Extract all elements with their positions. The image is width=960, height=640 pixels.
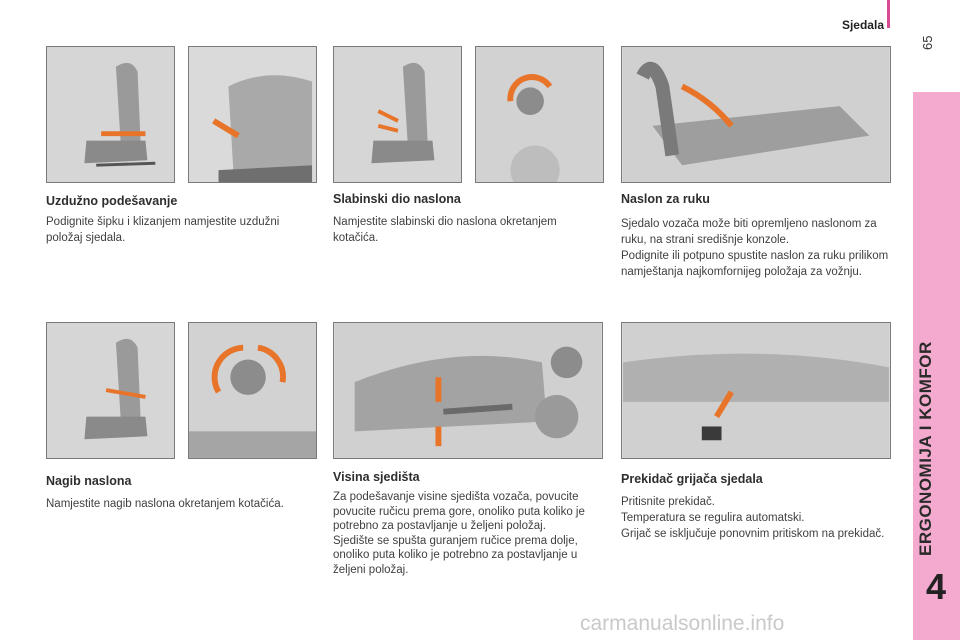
seat-longitudinal-photo — [46, 46, 175, 183]
watermark: carmanualsonline.info — [580, 612, 785, 635]
section-body: Sjedalo vozača može biti opremljeno nasl… — [621, 216, 891, 280]
section-body: Podignite šipku i klizanjem namjestite u… — [46, 214, 296, 246]
section-paragraph: Pritisnite prekidač. — [621, 496, 715, 508]
section-heading: Slabinski dio naslona — [333, 192, 461, 206]
section-body: Za podešavanje visine sjedišta vozača, p… — [333, 490, 605, 577]
page-header-title: Sjedala — [841, 18, 884, 32]
armrest-photo — [621, 46, 891, 183]
section-heading: Visina sjedišta — [333, 470, 420, 484]
seat-height-photo — [333, 322, 603, 459]
seat-bar-photo — [188, 46, 317, 183]
section-paragraph: Za podešavanje visine sjedišta vozača, p… — [333, 491, 585, 532]
section-body: Namjestite slabinski dio naslona okretan… — [333, 214, 603, 246]
chapter-side-tab — [913, 92, 960, 640]
section-paragraph: Sjedalo vozača može biti opremljeno nasl… — [621, 218, 877, 246]
header-accent-bar — [887, 0, 890, 28]
section-paragraph: Namjestite nagib naslona okretanjem kota… — [46, 498, 284, 510]
section-heading: Prekidač grijača sjedala — [621, 472, 763, 486]
section-paragraph: Sjedište se spušta guranjem ručice prema… — [333, 534, 578, 576]
section-body: Pritisnite prekidač. Temperatura se regu… — [621, 494, 891, 542]
section-heading: Naslon za ruku — [621, 192, 710, 206]
section-heading: Nagib naslona — [46, 474, 132, 488]
page-number: 65 — [920, 35, 935, 50]
lumbar-knob-photo — [475, 46, 604, 183]
heater-switch-photo — [621, 322, 891, 459]
section-paragraph: Podignite ili potpuno spustite naslon za… — [621, 250, 889, 278]
section-paragraph: Podignite šipku i klizanjem namjestite u… — [46, 216, 280, 244]
section-paragraph: Temperatura se regulira automatski. — [621, 512, 805, 524]
section-heading: Uzdužno podešavanje — [46, 194, 178, 208]
section-paragraph: Grijač se isključuje ponovnim pritiskom … — [621, 528, 885, 540]
chapter-title: ERGONOMIJA I KOMFOR — [916, 341, 935, 556]
recline-knob-photo — [188, 322, 317, 459]
section-body: Namjestite nagib naslona okretanjem kota… — [46, 496, 296, 512]
chapter-number: 4 — [925, 566, 947, 607]
section-paragraph: Namjestite slabinski dio naslona okretan… — [333, 216, 557, 244]
seat-recline-photo — [46, 322, 175, 459]
seat-lumbar-photo — [333, 46, 462, 183]
